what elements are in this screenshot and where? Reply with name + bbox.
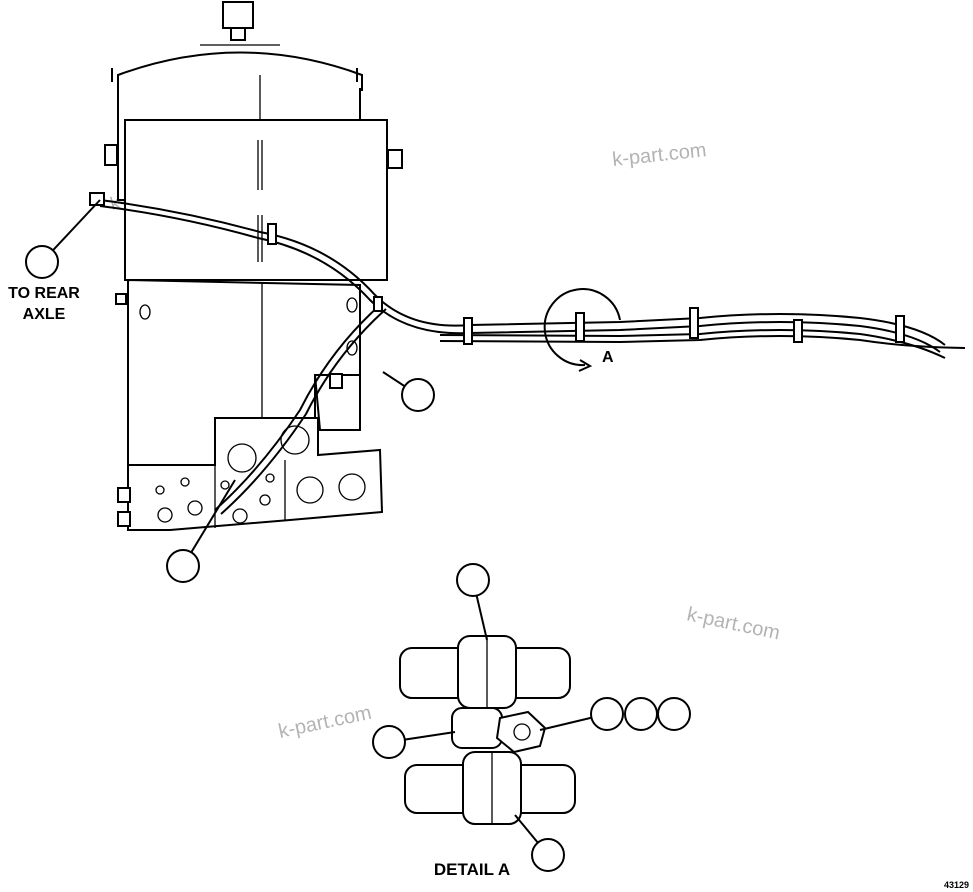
watermark: k-part.com xyxy=(685,603,782,644)
hose-bundle xyxy=(89,192,966,515)
detail-title: DETAIL A xyxy=(434,860,510,879)
callout-balloon[interactable] xyxy=(531,838,565,872)
watermark: k-part.com xyxy=(611,139,707,171)
callout-balloon[interactable] xyxy=(166,549,200,583)
to-rear-axle-label-line1: TO REAR xyxy=(8,285,80,302)
callout-balloon[interactable] xyxy=(456,563,490,597)
to-rear-axle-label-line2: AXLE xyxy=(23,306,66,323)
callout-balloon[interactable] xyxy=(25,245,59,279)
detail-a-indicator: A xyxy=(543,288,621,372)
tank-assembly xyxy=(104,1,403,531)
callout-balloon[interactable] xyxy=(657,697,691,731)
figure-number: 43129 xyxy=(944,880,969,890)
callout-balloon[interactable] xyxy=(401,378,435,412)
callout-balloon[interactable] xyxy=(624,697,658,731)
detail-ref-label: A xyxy=(602,349,614,366)
watermark: k-part.com xyxy=(276,702,373,743)
detail-a-drawing xyxy=(399,635,576,825)
callout-balloon[interactable] xyxy=(372,725,406,759)
callout-balloon[interactable] xyxy=(590,697,624,731)
